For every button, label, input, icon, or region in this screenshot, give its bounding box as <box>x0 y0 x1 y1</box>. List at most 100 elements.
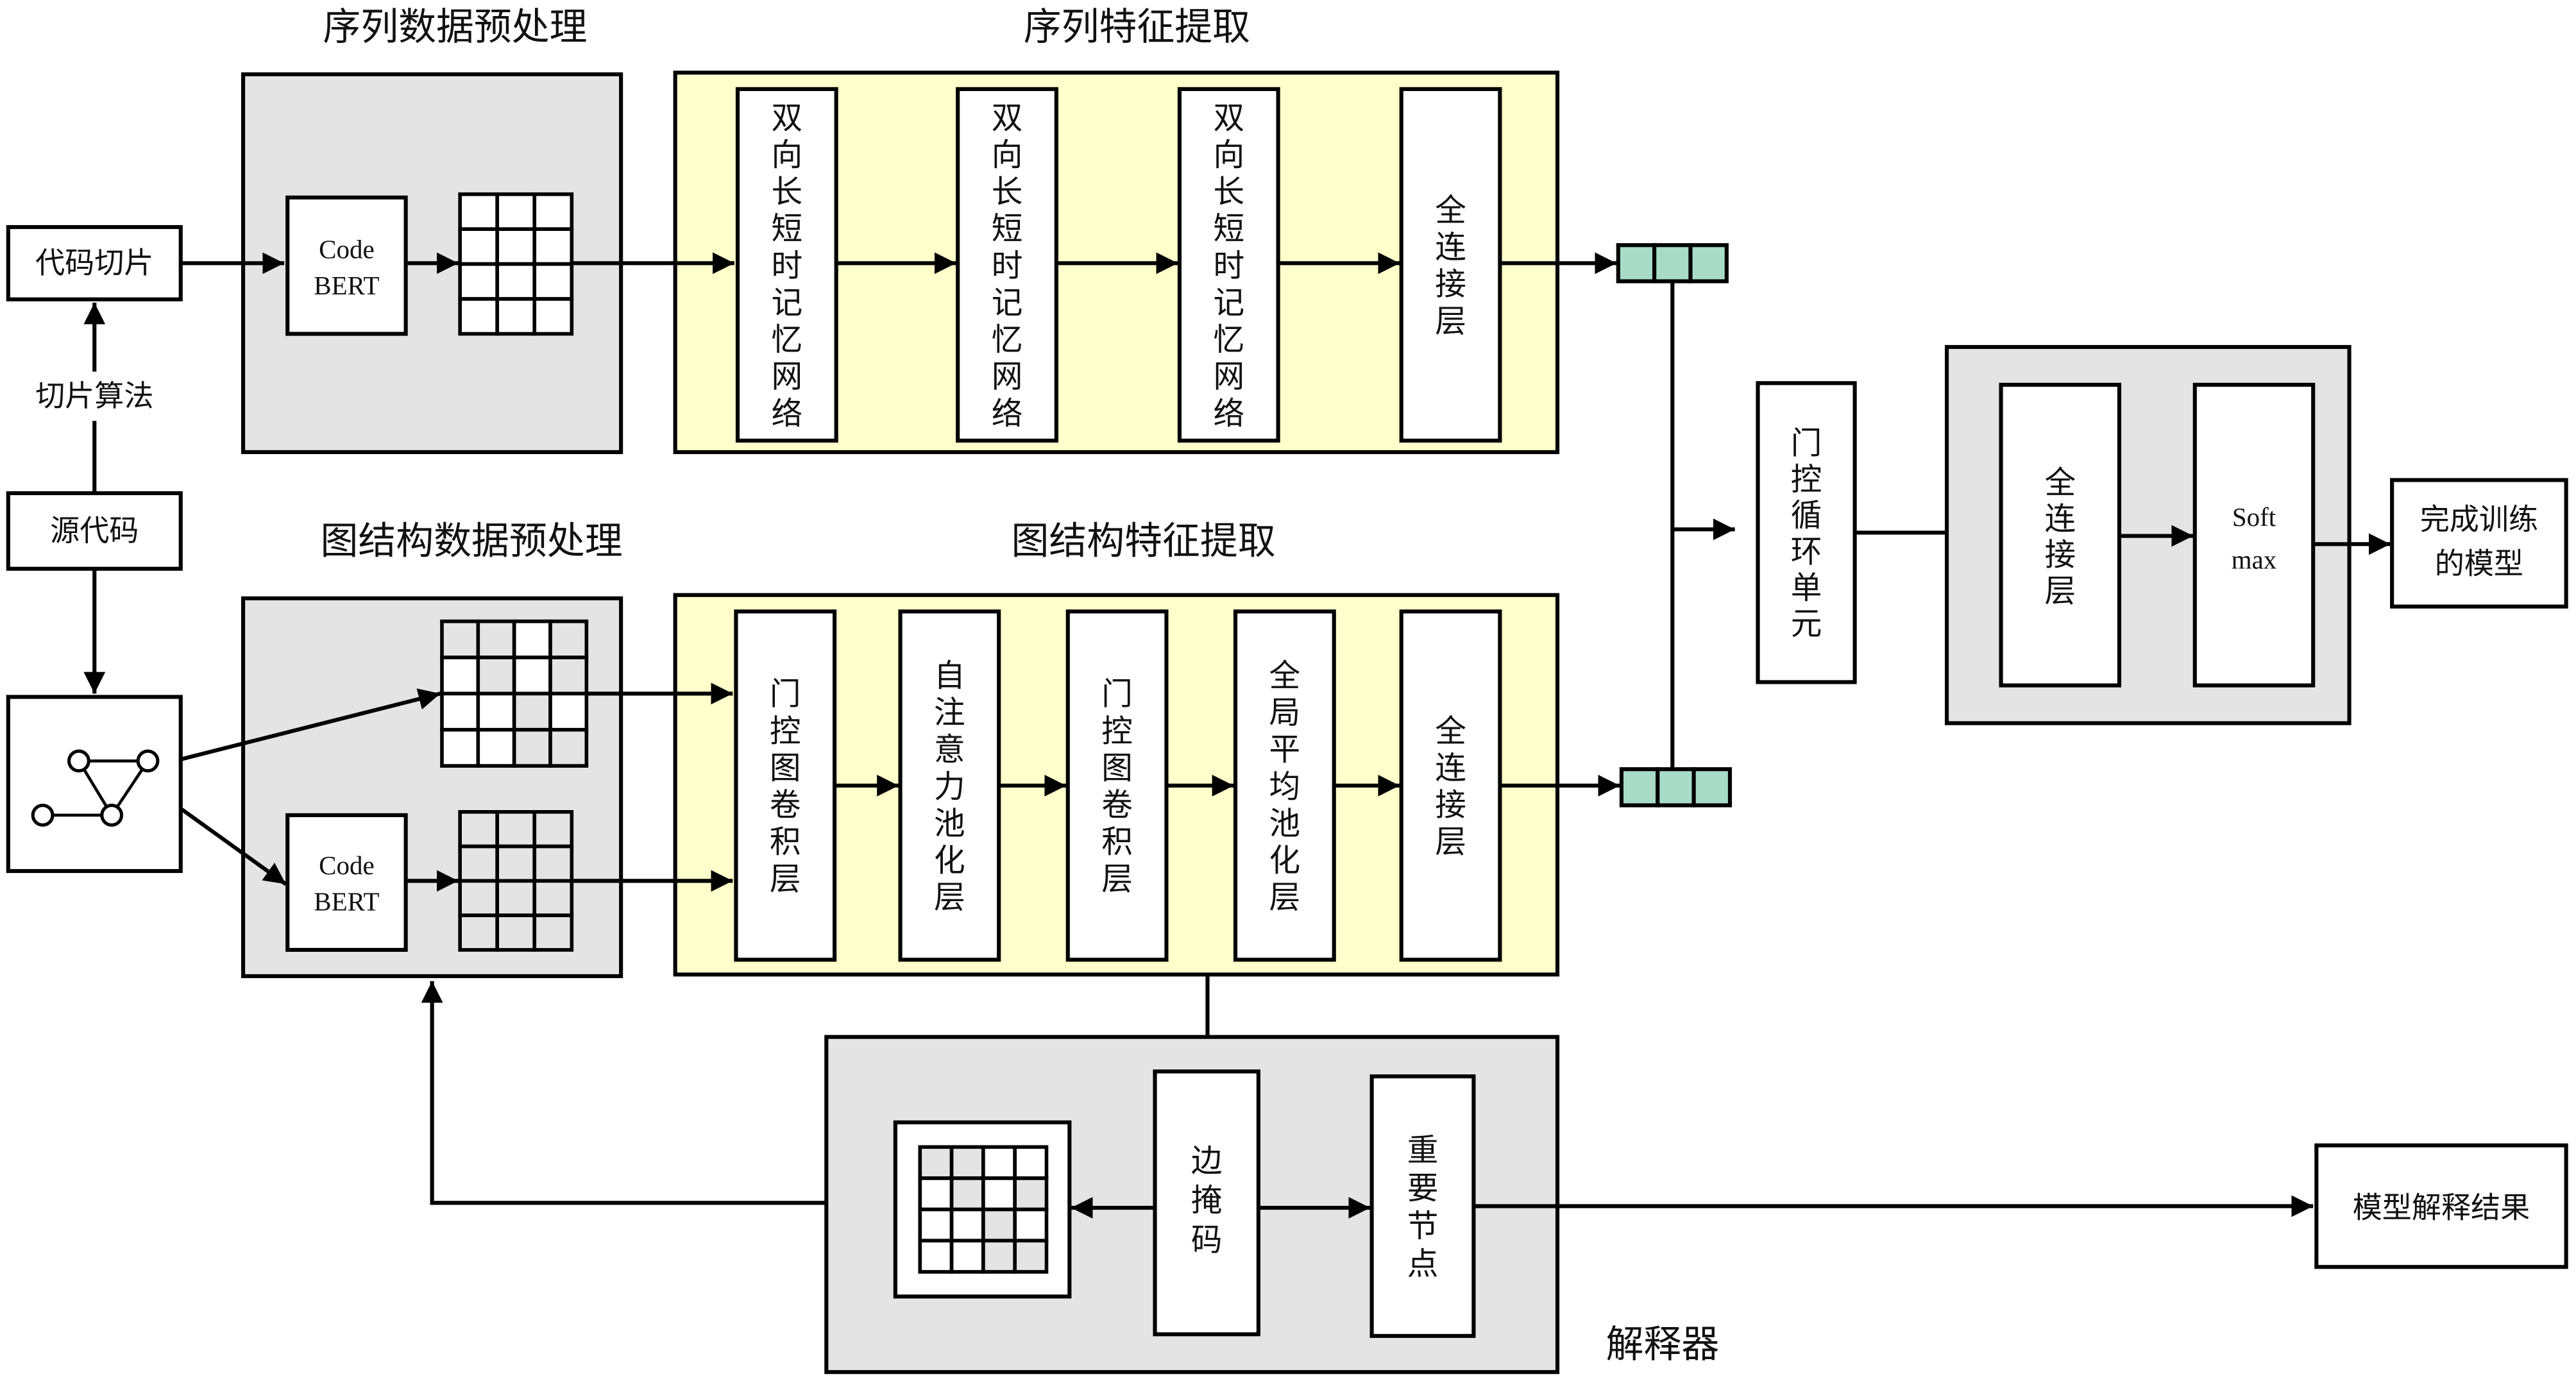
mask-cell <box>918 1176 954 1212</box>
adjacency-cell <box>512 619 552 659</box>
graph-embedding-cell <box>495 879 537 917</box>
graph-embedding-cell <box>532 844 574 883</box>
code-slice-label: 代码切片 <box>35 246 153 280</box>
adjacency-cell <box>548 619 589 659</box>
sequence-layer-label-char: 长 <box>992 174 1023 210</box>
adjacency-cell <box>476 691 516 732</box>
explanation-result-label: 模型解释结果 <box>2353 1190 2530 1224</box>
sequence-embedding-cell <box>532 297 574 336</box>
mask-cell <box>1013 1207 1049 1243</box>
adjacency-cell <box>476 656 516 696</box>
sequence-layer-label-char: 短 <box>992 211 1023 247</box>
mask-cell <box>1013 1239 1049 1274</box>
sequence-layer-label-char: 网 <box>771 359 802 395</box>
adjacency-cell <box>512 656 552 696</box>
graph-layer-label-char: 化 <box>934 843 965 879</box>
sequence-embedding-cell <box>532 192 574 232</box>
sequence-layer-label-char: 向 <box>1213 137 1244 173</box>
sequence-embedding-cell <box>458 227 500 266</box>
mask-cell <box>1013 1145 1049 1180</box>
sequence-embedding-cell <box>458 262 500 301</box>
graph-layer-label-char: 层 <box>1101 861 1133 897</box>
graph-layer-label-char: 自 <box>934 658 965 694</box>
softmax-line1: Soft <box>2232 502 2276 532</box>
sequence-embedding-cell <box>495 227 537 266</box>
graph-layer-label-char: 池 <box>1269 806 1301 842</box>
mask-cell <box>918 1239 954 1274</box>
sequence-embedding-cell <box>532 262 574 301</box>
important-nodes-label-char: 点 <box>1407 1246 1439 1282</box>
edge-mask-node: 边掩码 <box>1153 1069 1260 1337</box>
arrow-graph-to-adjacency <box>180 688 441 761</box>
graph-layer-label-char: 图 <box>1101 750 1133 786</box>
sequence-layer-label-char: 时 <box>992 248 1023 284</box>
sequence-layer-label-char: 长 <box>1213 174 1244 210</box>
graph-preprocess-title: 图结构数据预处理 <box>321 519 623 563</box>
adjacency-cell <box>476 727 516 768</box>
important-nodes-label-char: 节 <box>1407 1208 1439 1244</box>
source-code-node: 源代码 <box>6 491 183 571</box>
graph-embedding-cell <box>532 809 574 849</box>
classifier-fc-label-char: 层 <box>2044 573 2076 609</box>
important-nodes-label-char: 重 <box>1407 1133 1439 1169</box>
sequence-layer-label-char: 记 <box>1213 285 1244 321</box>
gru-label-char: 元 <box>1791 606 1822 642</box>
sequence-layer-label-char: 接 <box>1435 267 1466 303</box>
edge-mask-label-char: 边 <box>1191 1144 1223 1180</box>
sequence-layer-label-char: 向 <box>771 137 802 173</box>
adjacency-cell <box>512 727 552 768</box>
sequence-layer-label-char: 络 <box>771 396 802 432</box>
sequence-embedding-cell <box>495 192 537 232</box>
vector-cell <box>1656 767 1696 808</box>
graph-embedding-cell <box>458 913 500 952</box>
sequence-layer-label-char: 记 <box>771 285 802 321</box>
graph-layer-label-char: 连 <box>1435 750 1466 786</box>
graph-layer-label-char: 控 <box>1101 713 1133 749</box>
vector-cell <box>1616 243 1657 283</box>
graph-icon <box>31 749 160 827</box>
mask-cell <box>949 1239 985 1274</box>
sequence-layer-label-char: 时 <box>1213 248 1244 284</box>
softmax-node: Soft max <box>2192 382 2316 688</box>
sequence-layer-label-char: 忆 <box>992 322 1023 358</box>
sequence-layer-label-char: 双 <box>992 100 1023 136</box>
gru-label-char: 门 <box>1791 425 1822 461</box>
graph-layer-label-char: 积 <box>770 824 801 860</box>
adjacency-cell <box>476 619 516 659</box>
sequence-layer-label-char: 短 <box>771 211 802 247</box>
graph-node <box>6 695 183 874</box>
graph-embedding-cell <box>495 913 537 952</box>
gru-label-char: 循 <box>1791 498 1822 534</box>
graph-layer-label-char: 全 <box>1435 713 1466 749</box>
sequence-layer-label-char: 短 <box>1213 211 1244 247</box>
graph-layer-label-char: 接 <box>1435 788 1466 824</box>
classifier-fc-label-char: 接 <box>2044 537 2076 573</box>
trained-model-line2: 的模型 <box>2435 546 2523 580</box>
arrow-explainer-to-graph-preprocess <box>421 981 827 1205</box>
sequence-preprocess-title: 序列数据预处理 <box>323 4 587 49</box>
graph-layer-label-char: 积 <box>1101 824 1133 860</box>
codebert-graph-line2: BERT <box>314 886 379 916</box>
graph-layer-label-char: 层 <box>1435 824 1466 860</box>
graph-layer-label-char: 注 <box>934 695 965 731</box>
mask-cell <box>981 1145 1017 1180</box>
adjacency-cell <box>440 619 480 659</box>
graph-layer-label-char: 层 <box>1269 880 1301 916</box>
graph-layer-label-char: 局 <box>1269 695 1301 731</box>
codebert-seq-box: Code BERT <box>285 195 408 336</box>
sequence-layer-label-char: 双 <box>1213 100 1244 136</box>
graph-layer-label-char: 平 <box>1269 732 1301 768</box>
graph-layer-label-char: 层 <box>770 861 801 897</box>
graph-layer-label-char: 池 <box>934 806 965 842</box>
graph-layer-label-char: 均 <box>1269 769 1301 805</box>
sequence-layer-label-char: 向 <box>992 137 1023 173</box>
